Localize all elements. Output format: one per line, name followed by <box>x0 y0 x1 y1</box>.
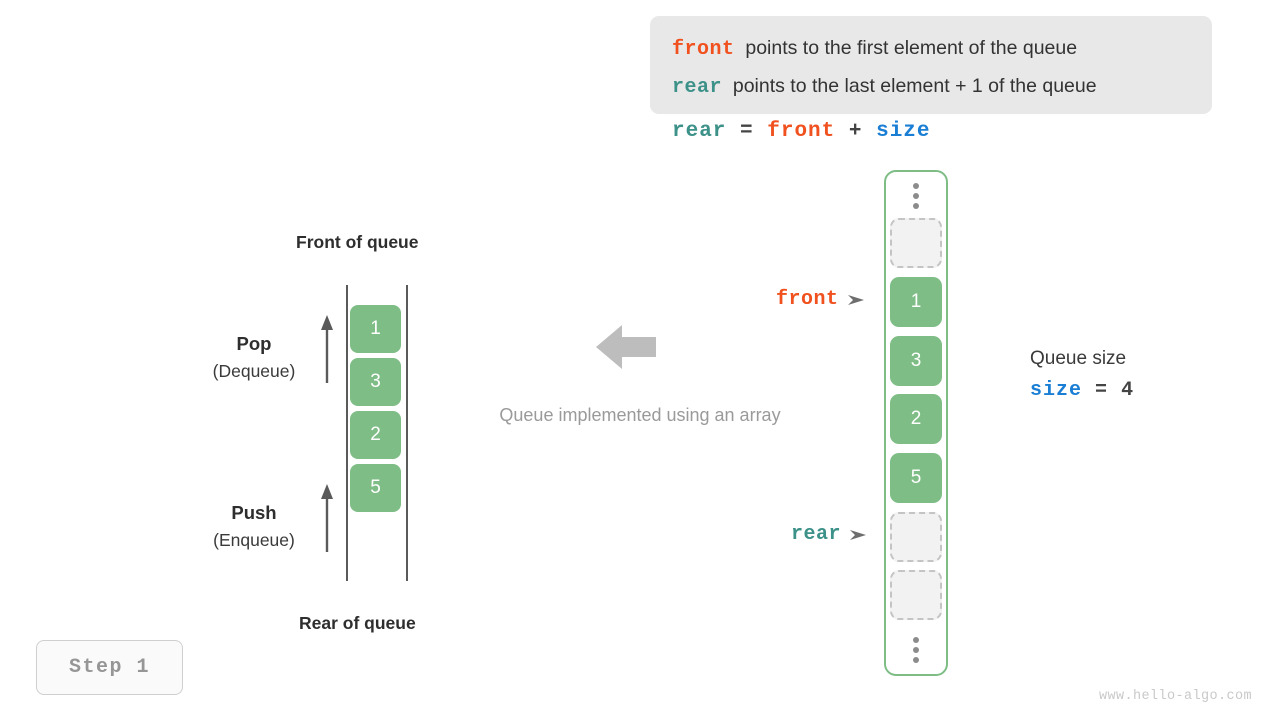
array-slot-filled: 3 <box>890 336 942 386</box>
rear-pointer-label: rear <box>791 523 842 546</box>
note-line-rear: rear points to the last element + 1 of t… <box>672 68 1190 106</box>
queue-cell: 2 <box>350 411 401 459</box>
vertical-ellipsis-icon-top <box>913 183 919 209</box>
array-slot-empty <box>890 570 942 620</box>
push-operation-group: Push (Enqueue) <box>196 500 312 554</box>
pop-operation-group: Pop (Dequeue) <box>196 331 312 385</box>
formula-front: front <box>767 120 836 143</box>
formula-plus: + <box>848 120 863 143</box>
pointer-arrow-right-icon <box>847 294 864 305</box>
definition-note-box: front points to the first element of the… <box>650 16 1212 114</box>
formula-rear: rear <box>672 120 727 143</box>
push-title: Push <box>231 502 277 523</box>
queue-size-block: Queue size size = 4 <box>1030 344 1134 408</box>
note-line-front: front points to the first element of the… <box>672 30 1190 68</box>
center-caption: Queue implemented using an array <box>499 405 781 425</box>
array-slot-filled: 1 <box>890 277 942 327</box>
queue-size-title: Queue size <box>1030 348 1127 369</box>
size-value: 4 <box>1121 379 1135 402</box>
push-subtitle: (Enqueue) <box>213 530 295 550</box>
array-slot-filled: 2 <box>890 394 942 444</box>
size-equals: = <box>1095 379 1109 402</box>
queue-cell: 3 <box>350 358 401 406</box>
front-pointer-label: front <box>776 288 839 311</box>
arrow-left-icon <box>596 325 656 369</box>
step-badge: Step 1 <box>36 640 183 695</box>
front-pointer: front <box>776 288 864 311</box>
array-slot-filled: 5 <box>890 453 942 503</box>
formula-size: size <box>876 120 931 143</box>
pointer-arrow-right-icon <box>850 529 867 540</box>
rear-formula: rear = front + size <box>672 120 931 143</box>
rear-keyword: rear <box>672 76 723 99</box>
array-container: 1 3 2 5 <box>884 170 948 676</box>
push-arrow-up-icon <box>321 484 333 552</box>
array-slot-empty <box>890 218 942 268</box>
watermark: www.hello-algo.com <box>1098 689 1252 704</box>
front-of-queue-label: Front of queue <box>296 232 419 252</box>
note-text-front: points to the first element of the queue <box>745 37 1078 59</box>
queue-size-expression: size = 4 <box>1030 374 1134 408</box>
pop-title: Pop <box>236 333 272 354</box>
queue-rail-right <box>406 285 408 581</box>
size-variable: size <box>1030 379 1083 402</box>
pop-arrow-up-icon <box>321 315 333 383</box>
note-text-rear: points to the last element + 1 of the qu… <box>732 75 1097 97</box>
vertical-ellipsis-icon-bottom <box>913 637 919 663</box>
queue-rail-left <box>346 285 348 581</box>
rear-of-queue-label: Rear of queue <box>299 613 416 633</box>
pop-subtitle: (Dequeue) <box>212 361 296 381</box>
queue-cell: 5 <box>350 464 401 512</box>
formula-equals: = <box>740 120 754 143</box>
front-keyword: front <box>672 38 735 61</box>
array-slot-empty <box>890 512 942 562</box>
queue-cell: 1 <box>350 305 401 353</box>
rear-pointer: rear <box>791 523 867 546</box>
